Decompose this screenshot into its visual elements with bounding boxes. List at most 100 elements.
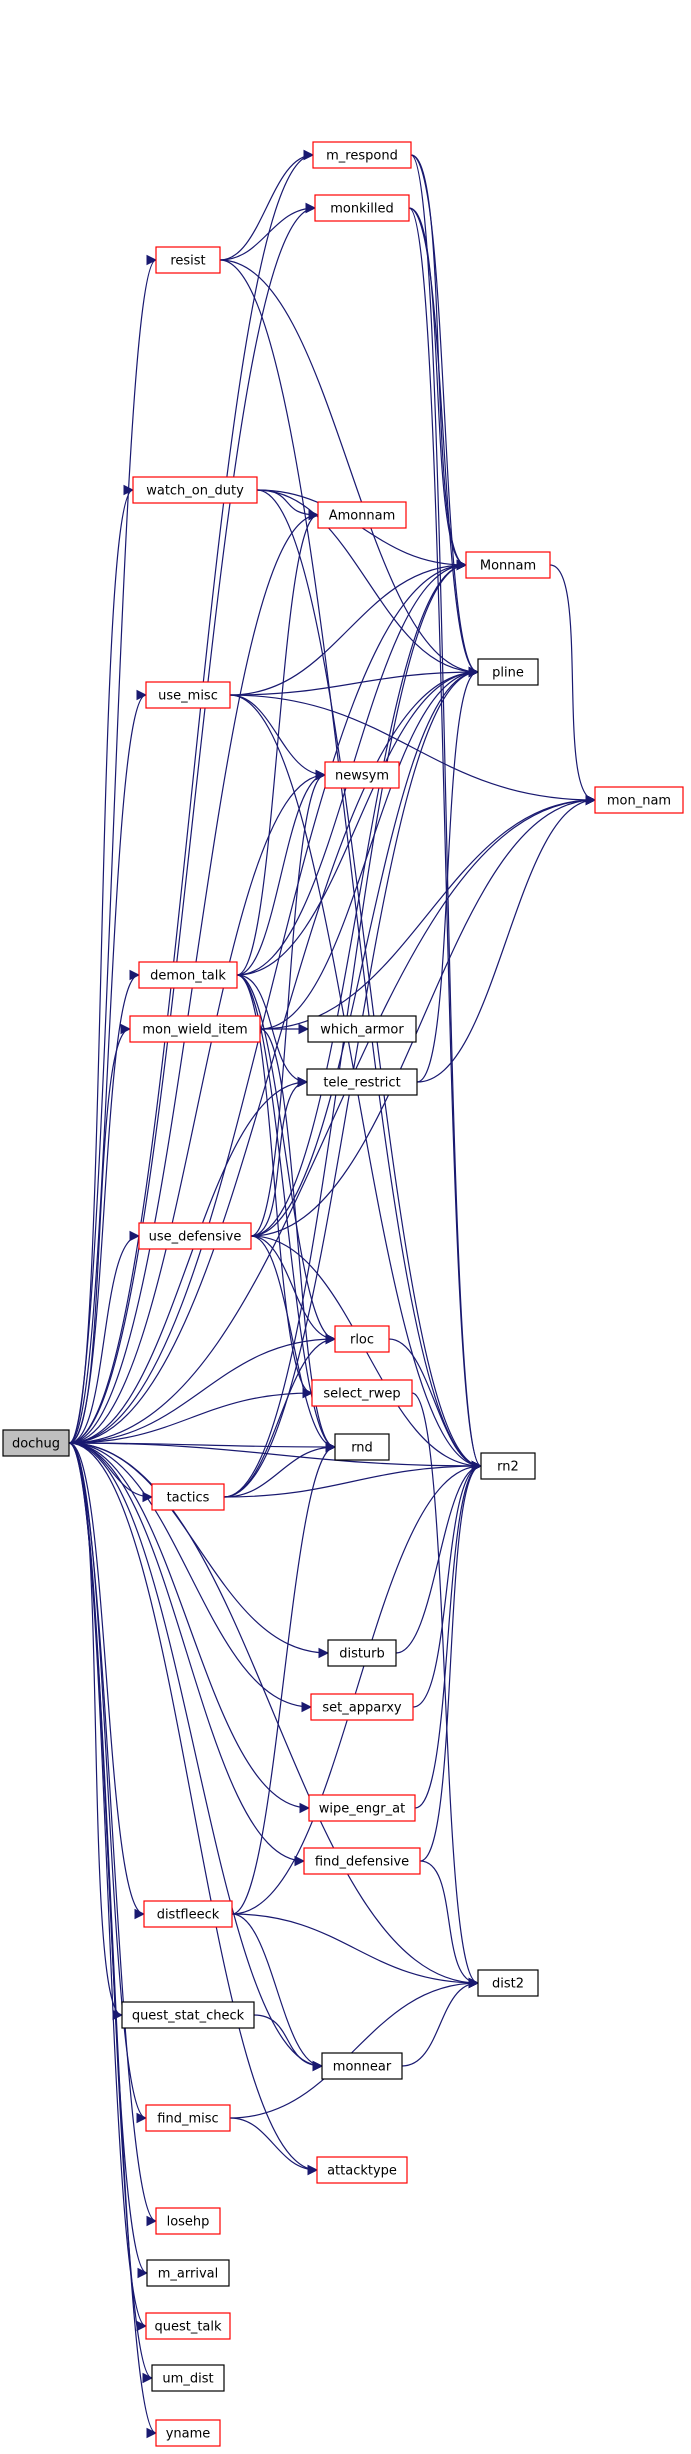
edge-find_defensive-to-rn2 [419, 1460, 483, 1862]
node-yname[interactable]: yname [155, 2419, 221, 2447]
edge-use_misc-to-Monnam [229, 559, 468, 696]
node-box-dochug [2, 1429, 70, 1457]
node-label-pline: pline [492, 666, 524, 681]
node-use_misc[interactable]: use_misc [145, 681, 231, 709]
node-losehp[interactable]: losehp [155, 2207, 221, 2235]
node-label-watch_on_duty: watch_on_duty [146, 484, 244, 499]
node-resist[interactable]: resist [155, 246, 221, 274]
node-quest_talk[interactable]: quest_talk [145, 2312, 231, 2340]
node-label-demon_talk: demon_talk [150, 969, 226, 984]
edge-resist-to-monkilled [219, 202, 317, 261]
node-label-distfleeck: distfleeck [157, 1908, 220, 1923]
node-rloc[interactable]: rloc [334, 1325, 390, 1353]
node-label-m_arrival: m_arrival [158, 2267, 218, 2282]
node-find_defensive[interactable]: find_defensive [303, 1847, 421, 1875]
node-label-quest_stat_check: quest_stat_check [132, 2009, 245, 2024]
node-label-losehp: losehp [167, 2215, 210, 2230]
node-label-dochug: dochug [12, 1437, 60, 1452]
node-newsym[interactable]: newsym [324, 761, 400, 789]
edge-quest_stat_check-to-monnear [253, 2014, 324, 2072]
nodes-layer: dochug m_respond monkilled resist watch_on_d… [2, 141, 684, 2447]
node-box-rloc [334, 1325, 390, 1353]
node-tactics[interactable]: tactics [151, 1483, 225, 1511]
node-Amonnam[interactable]: Amonnam [317, 501, 407, 529]
node-box-monkilled [314, 194, 410, 222]
edge-dochug-to-attacktype [68, 1442, 319, 2176]
node-find_misc[interactable]: find_misc [145, 2104, 231, 2132]
edge-use_misc-to-pline [229, 666, 480, 696]
node-box-yname [155, 2419, 221, 2447]
edge-resist-to-pline [219, 259, 480, 678]
node-m_arrival: m_arrival [146, 2259, 230, 2287]
node-label-m_respond: m_respond [326, 149, 398, 164]
edge-dochug-to-use_defensive [68, 1230, 141, 1444]
edge-dochug-to-quest_stat_check [68, 1442, 124, 2021]
node-watch_on_duty[interactable]: watch_on_duty [132, 476, 258, 504]
node-box-mon_wield_item [129, 1015, 261, 1043]
node-disturb: disturb [327, 1639, 397, 1667]
node-mon_wield_item[interactable]: mon_wield_item [129, 1015, 261, 1043]
node-monkilled[interactable]: monkilled [314, 194, 410, 222]
edge-demon_talk-to-pline [236, 666, 480, 976]
edge-rloc-to-rn2 [388, 1338, 483, 1472]
edge-m_respond-to-rn2 [410, 154, 483, 1472]
node-box-use_defensive [138, 1222, 252, 1250]
node-attacktype[interactable]: attacktype [316, 2156, 408, 2184]
node-pline: pline [477, 658, 539, 686]
node-label-monkilled: monkilled [330, 202, 393, 217]
node-box-newsym [324, 761, 400, 789]
edge-dochug-to-Monnam [68, 559, 468, 1444]
node-m_respond[interactable]: m_respond [312, 141, 412, 169]
node-demon_talk[interactable]: demon_talk [138, 961, 238, 989]
node-label-use_misc: use_misc [158, 689, 218, 704]
node-quest_stat_check: quest_stat_check [121, 2001, 255, 2029]
edge-mon_wield_item-to-rnd [259, 1028, 337, 1453]
edge-dochug-to-wipe_engr_at [68, 1442, 311, 1814]
edge-resist-to-m_respond [219, 149, 315, 261]
edge-tactics-to-rnd [223, 1441, 337, 1498]
node-box-demon_talk [138, 961, 238, 989]
node-label-rnd: rnd [351, 1441, 373, 1456]
node-label-which_armor: which_armor [320, 1023, 404, 1038]
edge-use_defensive-to-newsym [250, 769, 327, 1237]
node-monnear: monnear [321, 2052, 403, 2080]
edge-mon_wield_item-to-mon_nam [259, 794, 597, 1030]
edge-distfleeck-to-dist2 [231, 1913, 480, 1989]
node-box-wipe_engr_at [308, 1794, 416, 1822]
node-box-m_respond [312, 141, 412, 169]
edge-use_defensive-to-rloc [250, 1235, 337, 1345]
node-label-um_dist: um_dist [162, 2372, 213, 2387]
node-wipe_engr_at[interactable]: wipe_engr_at [308, 1794, 416, 1822]
edge-use_misc-to-mon_nam [229, 694, 597, 806]
node-box-find_misc [145, 2104, 231, 2132]
node-label-yname: yname [166, 2427, 211, 2442]
edge-dochug-to-pline [68, 666, 480, 1444]
edge-Monnam-to-mon_nam [549, 564, 597, 806]
edge-use_defensive-to-mon_nam [250, 794, 597, 1237]
edge-tele_restrict-to-pline [416, 666, 480, 1083]
node-which_armor: which_armor [307, 1015, 417, 1043]
node-box-Monnam [465, 551, 551, 579]
edge-dochug-to-losehp [68, 1442, 158, 2227]
node-label-Amonnam: Amonnam [329, 509, 396, 524]
edge-dochug-to-distfleeck [68, 1442, 146, 1920]
node-select_rwep[interactable]: select_rwep [311, 1379, 413, 1407]
edges-layer [68, 149, 597, 2439]
node-label-disturb: disturb [339, 1647, 385, 1662]
node-mon_nam[interactable]: mon_nam [594, 786, 684, 814]
node-box-distfleeck [143, 1900, 233, 1928]
node-Monnam[interactable]: Monnam [465, 551, 551, 579]
node-dist2: dist2 [477, 1969, 539, 1997]
node-rnd: rnd [334, 1433, 390, 1461]
node-set_apparxy[interactable]: set_apparxy [310, 1693, 414, 1721]
node-use_defensive[interactable]: use_defensive [138, 1222, 252, 1250]
edge-watch_on_duty-to-pline [256, 489, 480, 678]
node-distfleeck[interactable]: distfleeck [143, 1900, 233, 1928]
edge-distfleeck-to-rnd [231, 1441, 337, 1915]
edge-dochug-to-resist [68, 254, 158, 1444]
node-label-resist: resist [170, 254, 205, 269]
node-rn2: rn2 [480, 1452, 536, 1480]
node-box-losehp [155, 2207, 221, 2235]
node-label-dist2: dist2 [492, 1977, 524, 1992]
